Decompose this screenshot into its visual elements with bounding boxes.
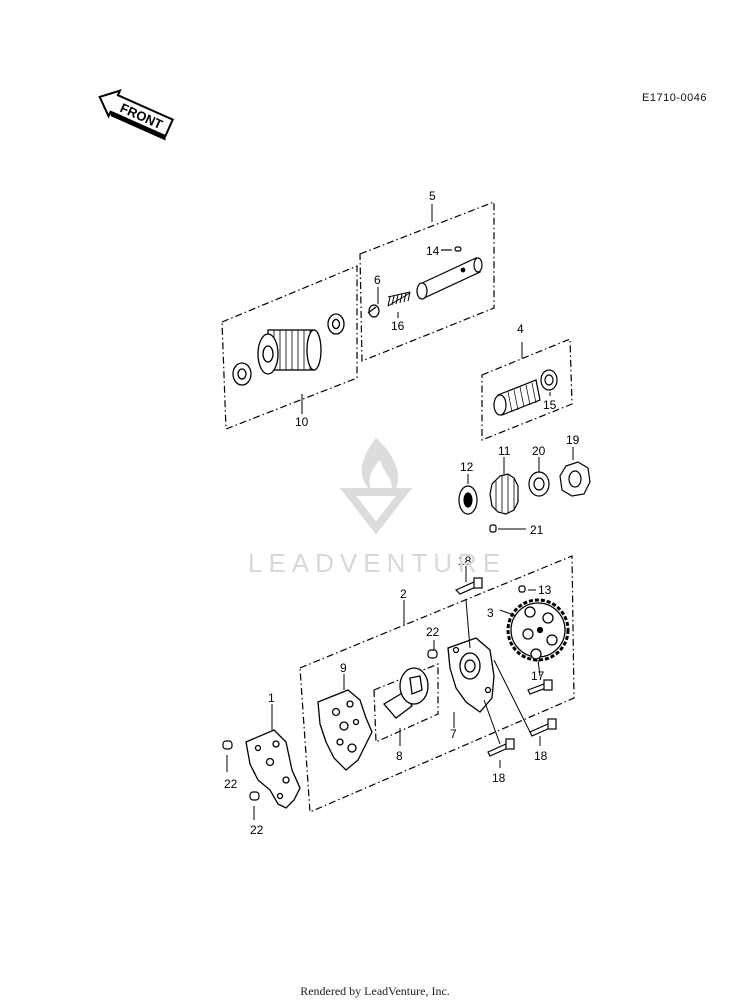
oil-filter-part — [232, 313, 345, 386]
callout-1: 1 — [268, 691, 275, 705]
diagram-code: E1710-0046 — [642, 92, 707, 104]
callout-4: 4 — [517, 322, 524, 336]
bolt-18-lower — [487, 738, 515, 757]
callout-9: 9 — [340, 661, 347, 675]
callout-2: 2 — [400, 587, 407, 601]
callout-11: 11 — [498, 444, 511, 458]
relief-valve-part — [367, 246, 483, 318]
callout-19: 19 — [566, 433, 580, 447]
callout-14: 14 — [426, 244, 440, 258]
watermark-logo — [339, 438, 413, 535]
callout-lines-upper — [377, 249, 574, 530]
callout-3: 3 — [487, 606, 494, 620]
callout-17: 17 — [531, 669, 545, 683]
panel-oil-filter — [221, 265, 358, 430]
callout-18b: 18 — [492, 771, 506, 785]
sprocket-part — [506, 598, 570, 662]
front-arrow: FRONT — [98, 89, 175, 141]
pump-body-part — [317, 689, 373, 771]
callout-15: 15 — [543, 398, 557, 412]
callout-22a: 22 — [426, 625, 440, 639]
callout-16: 16 — [391, 319, 405, 333]
callout-7: 7 — [450, 727, 457, 741]
callout-6: 6 — [374, 273, 381, 287]
bolt-17 — [527, 679, 553, 695]
panel-oil-screen — [481, 338, 573, 441]
panel-oil-pump — [299, 555, 575, 813]
pump-cover-part — [447, 637, 495, 713]
rotor-part — [383, 667, 429, 719]
callout-13: 13 — [538, 583, 552, 597]
callout-21: 21 — [530, 523, 544, 537]
pump-plate-part — [245, 729, 301, 809]
drive-gear-parts — [458, 461, 591, 533]
watermark-brand: LEADVENTURE — [248, 548, 507, 578]
callout-22b: 22 — [224, 777, 238, 791]
panel-relief-valve — [359, 201, 495, 362]
callout-22c: 22 — [250, 823, 264, 837]
callout-12: 12 — [460, 460, 474, 474]
callout-8: 8 — [396, 749, 403, 763]
callout-5: 5 — [429, 189, 436, 203]
bolt-18-upper — [454, 577, 483, 595]
dowel-pins — [222, 585, 526, 801]
callout-18a: 18 — [458, 554, 472, 568]
callout-10: 10 — [295, 415, 309, 429]
footer-credit: Rendered by LeadVenture, Inc. — [300, 984, 450, 998]
oil-screen-part — [493, 369, 558, 416]
callout-20: 20 — [532, 444, 546, 458]
callout-labels: 5 14 6 16 4 10 15 11 20 19 12 21 18 13 2… — [224, 189, 580, 837]
bolt-18-right — [529, 718, 557, 737]
callout-lines-lower — [226, 566, 541, 820]
callout-18c: 18 — [534, 749, 548, 763]
